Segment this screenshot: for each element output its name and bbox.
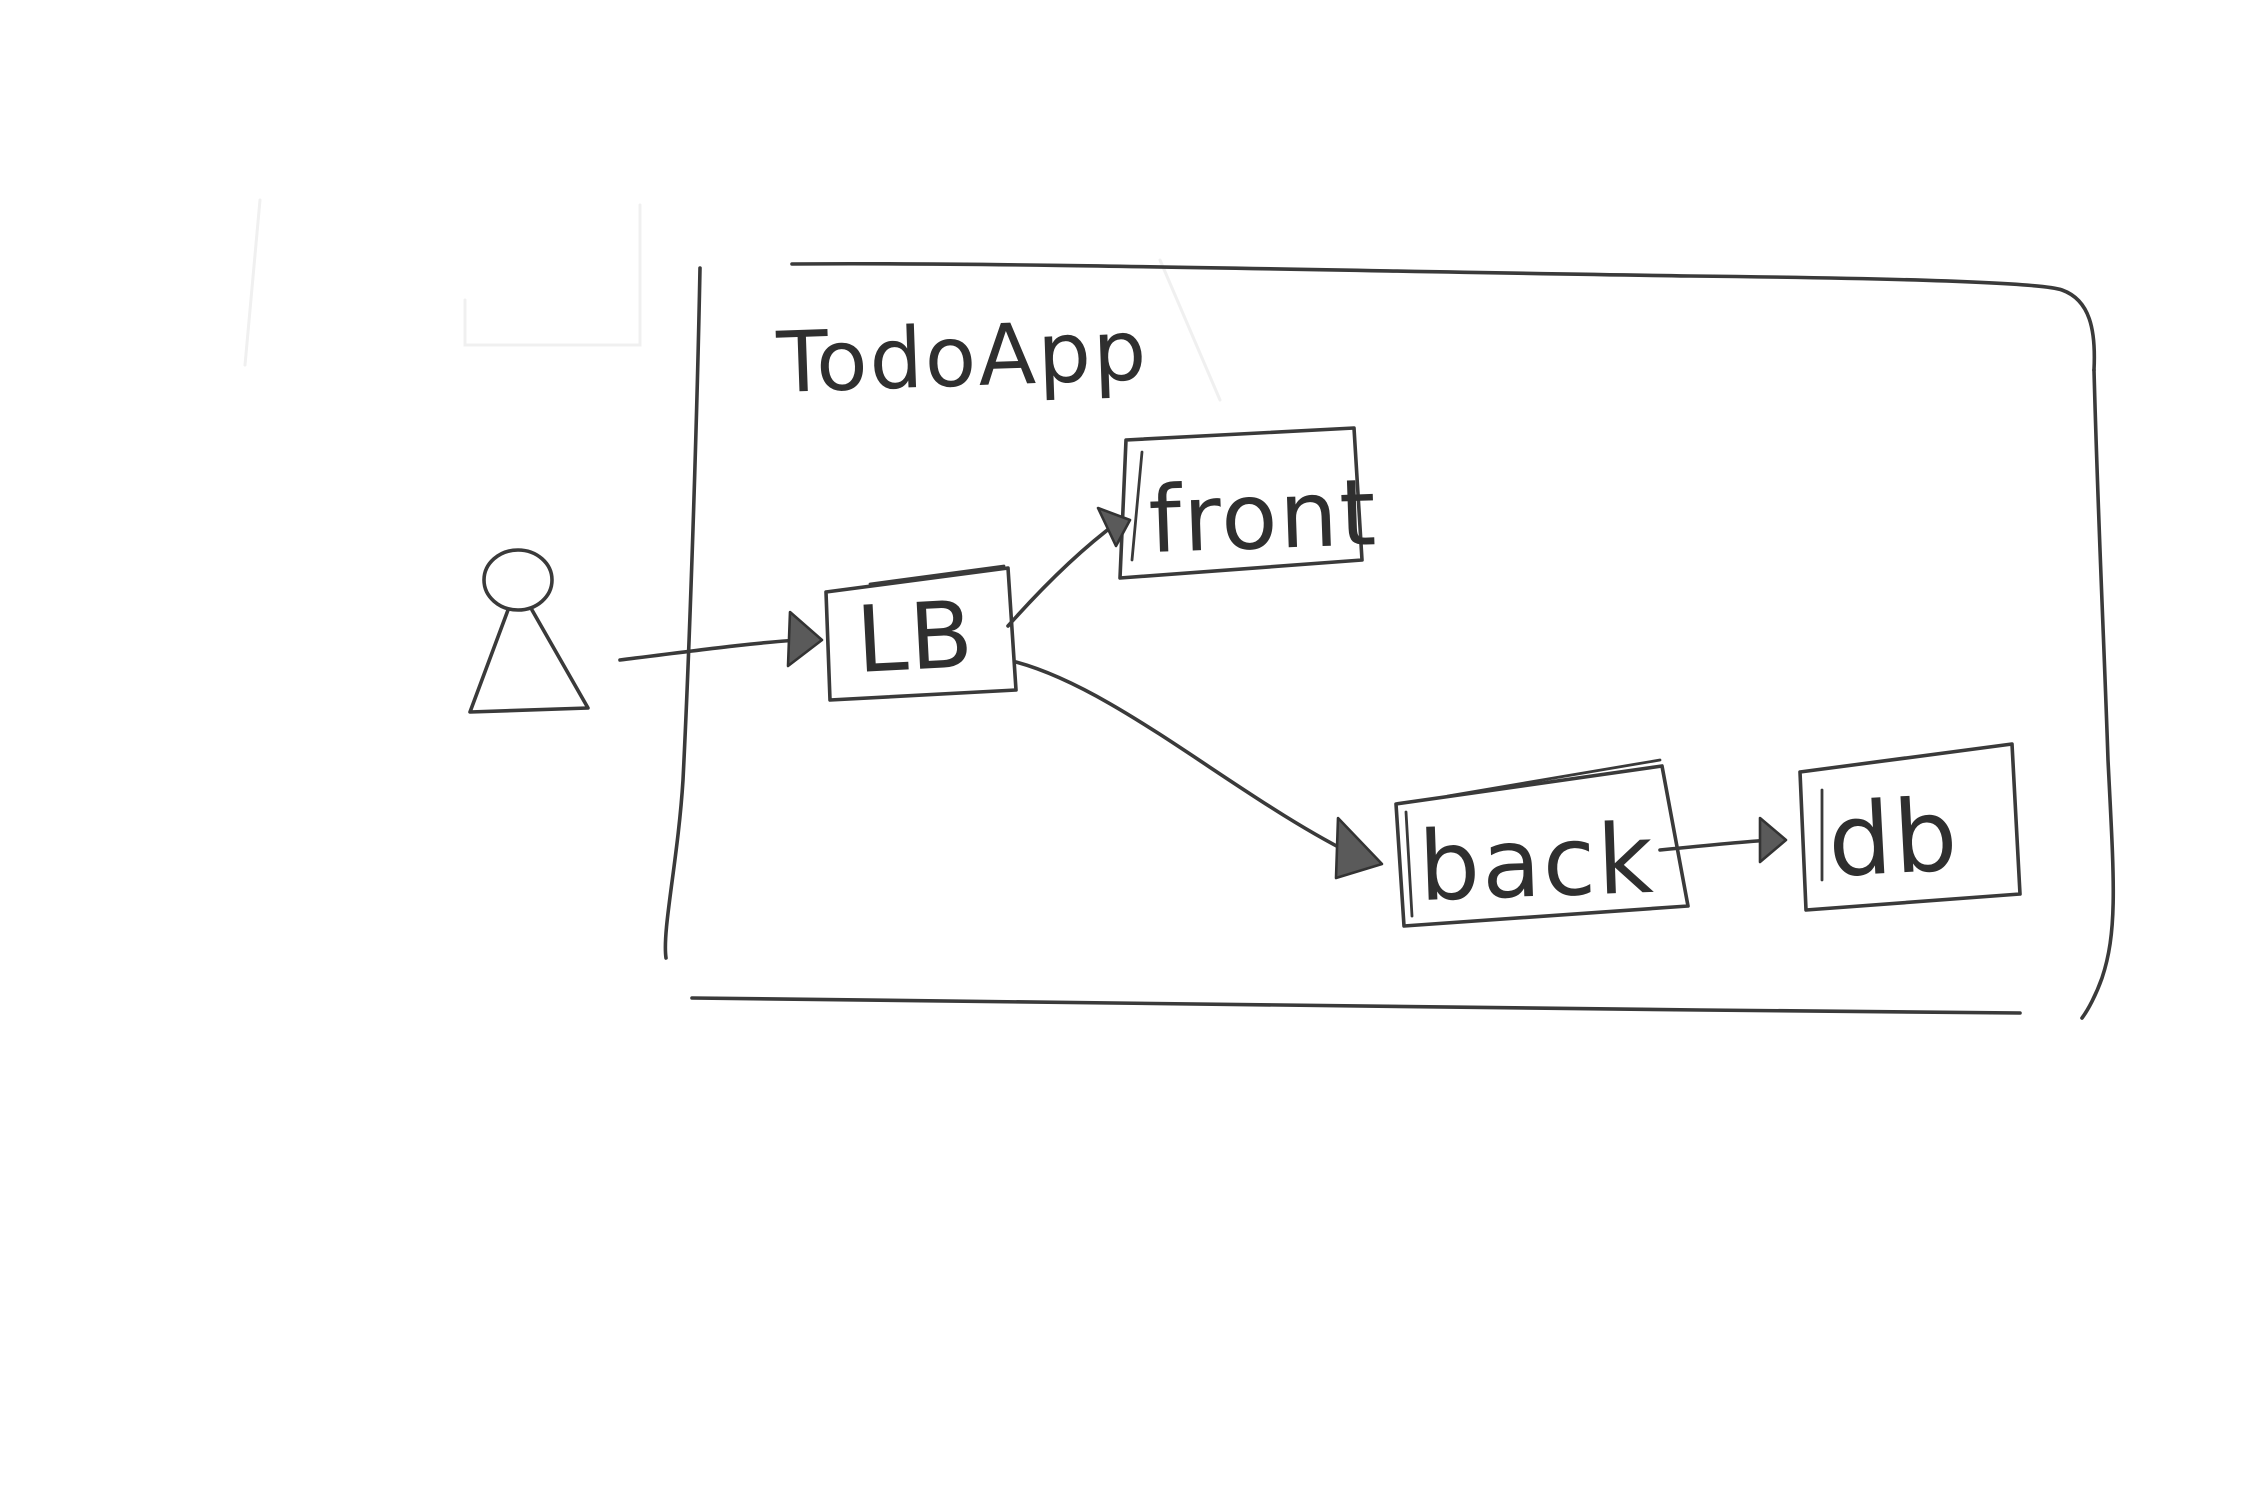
user-actor-icon [468, 548, 590, 714]
edge-back-to-db [1658, 816, 1788, 864]
edge-lb-to-front [1006, 506, 1132, 628]
lb-label: LB [854, 581, 978, 694]
front-label: front [1147, 459, 1379, 574]
back-node: back [1394, 758, 1690, 928]
erased-marks [243, 198, 1222, 402]
lb-node: LB [824, 564, 1018, 702]
front-node: front [1118, 426, 1379, 580]
back-label: back [1417, 803, 1657, 923]
todoapp-boundary: TodoApp [663, 261, 2116, 1020]
db-node: db [1798, 742, 2022, 912]
boundary-label: TodoApp [774, 301, 1149, 412]
edge-actor-to-lb [618, 610, 824, 668]
db-label: db [1825, 776, 1962, 900]
edge-lb-to-back [1014, 660, 1384, 880]
